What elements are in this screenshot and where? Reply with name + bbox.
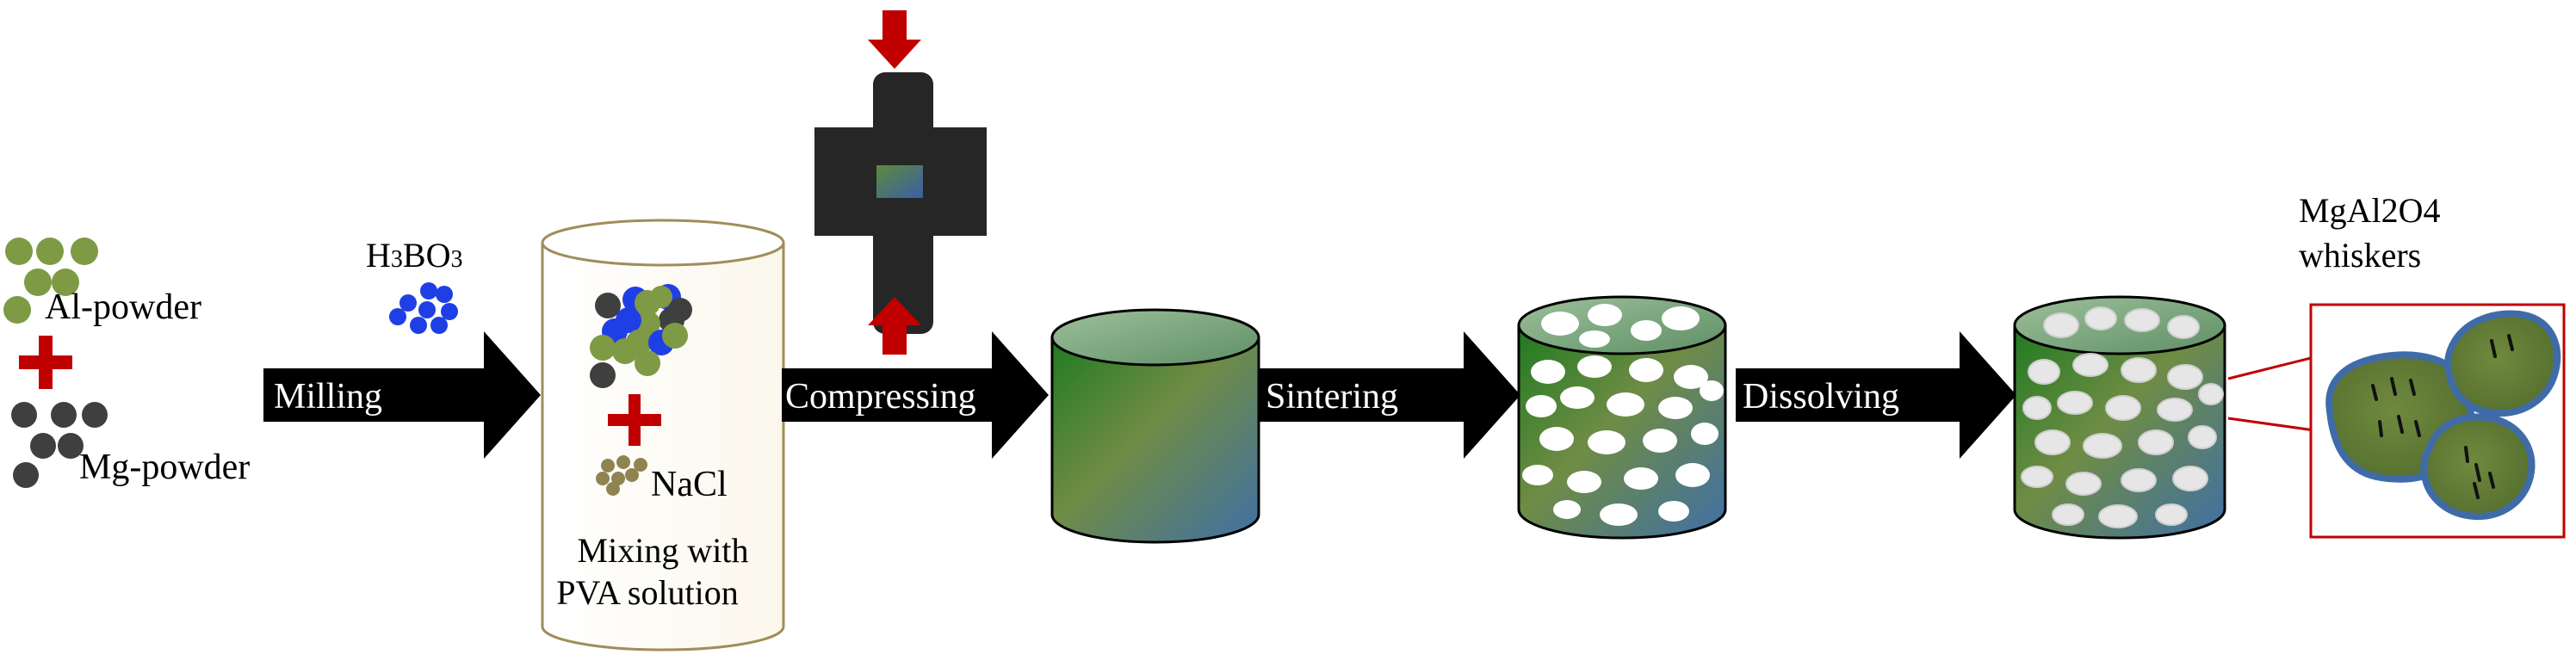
nacl-label: NaCl (651, 465, 728, 504)
nacl-particles (596, 455, 647, 496)
product-label-line1: MgAl2O4 (2299, 191, 2440, 230)
mg-powder-label: Mg-powder (79, 448, 250, 487)
green-compact-cylinder (1050, 308, 1260, 544)
mixing-label-line2: PVA solution (556, 573, 739, 612)
dissolving-label: Dissolving (1743, 377, 1899, 417)
plus-icon (19, 336, 72, 389)
sintering-arrow: Sintering (1259, 331, 1520, 459)
press-down-arrow (868, 10, 921, 69)
al-powder-label: Al-powder (45, 287, 201, 327)
sintering-label: Sintering (1266, 377, 1398, 417)
whisker-marks (2371, 334, 2514, 499)
product-label-line2: whiskers (2299, 236, 2421, 275)
press-die (814, 72, 987, 334)
zoom-connector-lines (2227, 355, 2315, 432)
porous-cylinder (2013, 295, 2226, 540)
press-up-arrow (868, 297, 921, 355)
sintered-cylinder (1517, 295, 1727, 540)
milling-label: Milling (274, 377, 382, 417)
h3bo3-label: H3BO3 (366, 236, 462, 275)
compressing-arrow: Compressing (782, 331, 1049, 459)
milling-arrow: Milling (263, 331, 541, 459)
boric-acid-particles (389, 282, 458, 334)
al-powder-particles (3, 238, 98, 324)
mixed-powder-particles (590, 284, 692, 388)
plus-icon (608, 394, 661, 446)
mixing-label-line1: Mixing with (578, 531, 749, 570)
dissolving-arrow: Dissolving (1736, 331, 2016, 459)
mg-powder-particles (11, 402, 108, 488)
compressing-label: Compressing (785, 377, 976, 417)
